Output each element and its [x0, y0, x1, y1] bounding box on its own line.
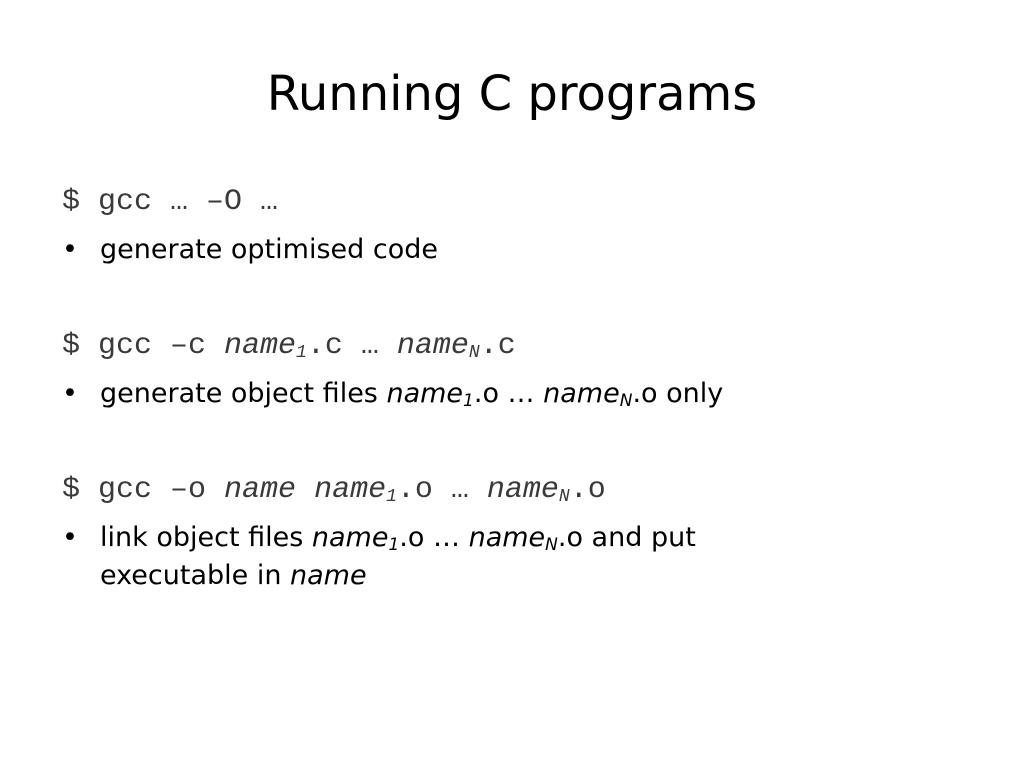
bullet-dot: •	[62, 234, 78, 265]
command-ext-2: .o	[569, 473, 606, 507]
command-compile: $ gcc –c name1.c … nameN.c	[62, 327, 516, 365]
command-output-name: name	[224, 473, 297, 507]
bullet-optimise: • generate optimised code	[62, 231, 962, 269]
bullet-dot: •	[62, 522, 78, 553]
command-prefix: $ gcc –o	[62, 473, 225, 507]
bullet-compile: • generate object files name1.o … nameN.…	[62, 375, 962, 413]
command-sub-1: 1	[386, 487, 397, 507]
bullet-suffix: .o only	[632, 378, 724, 409]
bullet-name: name	[386, 378, 464, 409]
command-name: name	[314, 473, 387, 507]
bullet-mid: .o …	[399, 522, 469, 553]
bullet-text: generate optimised code	[100, 234, 438, 265]
bullet-text: link object files name1.o … nameN.o and …	[100, 519, 962, 595]
command-name: name	[224, 329, 297, 363]
command-ext-2: .c	[479, 329, 516, 363]
bullet-mid: .o …	[473, 378, 544, 409]
command-sub-n: N	[468, 343, 480, 363]
command-text: $ gcc … –O …	[62, 185, 279, 219]
command-sub-1: 1	[296, 343, 307, 363]
bullet-dot: •	[62, 378, 78, 409]
bullet-name-n: name	[543, 378, 620, 409]
command-name-n: name	[396, 329, 469, 363]
bullet-name-n: name	[468, 522, 546, 553]
command-name-n: name	[486, 473, 559, 507]
command-ext-1: .c …	[306, 329, 397, 363]
bullet-text: generate object files name1.o … nameN.o …	[100, 375, 962, 413]
bullet-executable-name: name	[290, 560, 367, 591]
command-prefix: $ gcc –c	[62, 329, 225, 363]
bullet-sub-n: N	[545, 535, 558, 555]
command-ext-1: .o …	[396, 473, 487, 507]
bullet-line2-prefix: executable in	[100, 560, 291, 591]
bullet-suffix: .o and put	[557, 522, 696, 553]
bullet-prefix: generate object files	[100, 378, 387, 409]
command-sub-n: N	[558, 487, 570, 507]
command-link: $ gcc –o name name1.o … nameN.o	[62, 471, 606, 509]
bullet-link: • link object files name1.o … nameN.o an…	[62, 519, 962, 595]
bullet-sub-n: N	[619, 391, 633, 411]
bullet-sub-1: 1	[463, 391, 474, 411]
bullet-prefix: link object files	[100, 522, 312, 553]
bullet-name: name	[311, 522, 389, 553]
command-optimise: $ gcc … –O …	[62, 183, 278, 221]
command-space	[296, 473, 314, 507]
bullet-sub-1: 1	[388, 535, 400, 555]
slide-title: Running C programs	[266, 66, 758, 122]
